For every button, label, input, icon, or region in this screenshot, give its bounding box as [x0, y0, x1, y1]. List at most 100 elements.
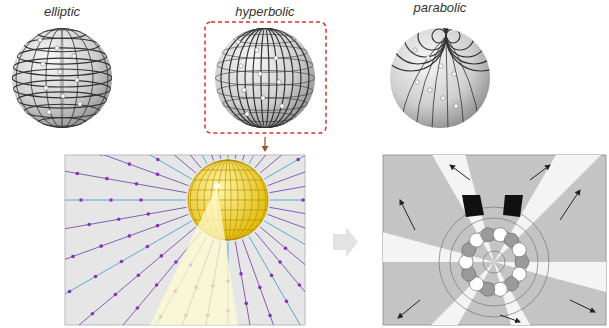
dot: [91, 312, 95, 316]
dot: [296, 158, 300, 162]
dot: [136, 306, 140, 310]
ray: [228, 155, 229, 158]
tile: [481, 228, 495, 242]
dot: [135, 182, 139, 186]
ray: [270, 200, 305, 201]
flow-arrow: [500, 315, 520, 322]
dot: [277, 80, 281, 84]
dot: [47, 110, 51, 114]
flow-arrow: [560, 190, 580, 220]
sphere-line: [217, 84, 314, 98]
dot: [214, 183, 220, 189]
sphere-line: [31, 28, 93, 128]
ray: [260, 155, 305, 173]
ray: [235, 155, 266, 159]
dot: [76, 172, 80, 176]
dot: [79, 198, 83, 202]
ray: [65, 155, 196, 173]
ray: [118, 155, 207, 164]
dot: [156, 173, 160, 177]
sphere-line: [234, 34, 297, 43]
dot: [160, 254, 164, 258]
dot: [239, 272, 243, 276]
flow-arrow: [398, 300, 420, 318]
sphere-line: [446, 36, 480, 130]
tile-edge: [483, 251, 505, 273]
sphere-line: [222, 98, 307, 111]
sphere-label: parabolic: [414, 0, 467, 15]
sphere-line: [24, 104, 99, 118]
tile: [394, 155, 494, 262]
dot: [72, 54, 76, 58]
dot: [270, 274, 274, 278]
light-cone: [150, 186, 238, 325]
dot: [58, 70, 62, 74]
dot: [156, 158, 160, 162]
ray: [255, 232, 305, 325]
dot: [284, 246, 288, 250]
dot: [301, 198, 305, 202]
tile: [462, 267, 476, 281]
ray: [267, 155, 305, 186]
ray: [87, 155, 201, 168]
dot: [44, 86, 48, 90]
dot: [268, 314, 272, 318]
dot: [61, 94, 65, 98]
tile: [494, 155, 606, 262]
dot: [452, 72, 456, 76]
sphere-line: [221, 28, 309, 128]
dot: [87, 223, 91, 227]
flow-arrow: [450, 165, 470, 180]
dot: [261, 96, 265, 100]
sphere-line: [446, 22, 474, 50]
sphere-line: [400, 36, 446, 130]
ray: [269, 162, 305, 193]
sphere-line: [261, 28, 269, 128]
sphere-line: [31, 28, 93, 128]
sphere-line: [222, 46, 307, 59]
sphere: [215, 28, 315, 128]
tile: [462, 195, 484, 217]
ray: [65, 155, 189, 186]
dot: [114, 293, 118, 297]
sphere-line: [202, 170, 255, 171]
dot: [245, 112, 249, 116]
dot: [99, 155, 103, 156]
ray: [264, 221, 305, 310]
dot: [128, 162, 132, 166]
ray: [235, 241, 266, 325]
tile-edge: [450, 218, 538, 306]
dot: [239, 64, 243, 68]
dot: [255, 48, 259, 52]
sphere-line: [446, 8, 502, 64]
sphere-line: [418, 22, 446, 50]
dot: [137, 273, 141, 277]
dot: [428, 88, 432, 92]
dot: [274, 56, 278, 60]
dot: [99, 244, 103, 248]
dot: [236, 40, 240, 44]
ray: [190, 155, 221, 159]
tile: [512, 243, 526, 257]
sphere-line: [189, 210, 266, 211]
dot: [94, 275, 98, 279]
ray: [260, 227, 305, 325]
sphere-line: [213, 28, 317, 128]
sphere-line: [46, 28, 78, 128]
sphere-label: hyperbolic: [235, 4, 294, 19]
dot: [439, 64, 443, 68]
flow-arrow: [530, 165, 550, 180]
dot: [75, 78, 79, 82]
flow-arrow: [570, 300, 595, 312]
dot: [441, 96, 445, 100]
dot: [120, 260, 124, 264]
ray: [264, 155, 305, 179]
block-arrow: [333, 227, 358, 257]
dot: [285, 300, 289, 304]
tile: [383, 262, 494, 325]
dot: [117, 217, 121, 221]
dot: [41, 62, 45, 66]
sphere-line: [446, 29, 460, 43]
dot: [109, 198, 113, 202]
